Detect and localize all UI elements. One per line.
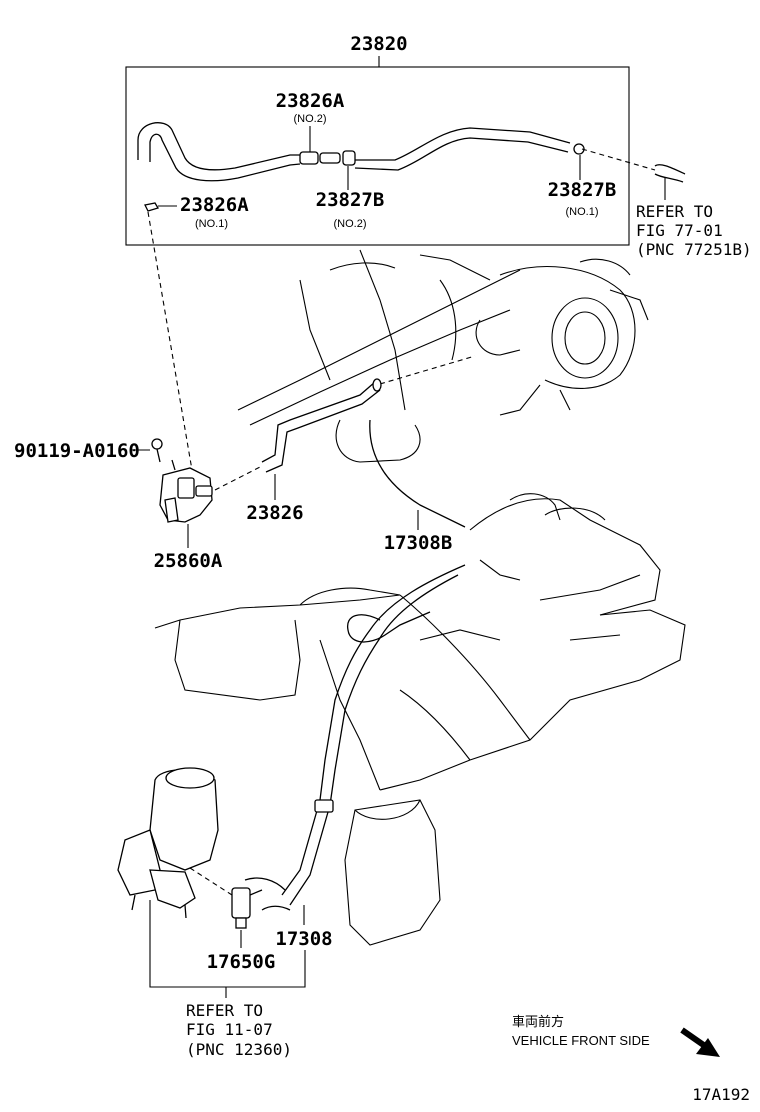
bolt-label: 90119-A0160 — [14, 440, 140, 462]
hose-23826-drawing — [261, 378, 382, 473]
assembly-box — [125, 66, 630, 246]
canister-dashed-line — [189, 867, 233, 896]
clip-no1-b-label: 23827B — [548, 179, 617, 201]
hose-no1-a-label: 23826A — [180, 194, 249, 216]
refer-bottom-line2: FIG 11-07 — [186, 1020, 273, 1039]
refer-bottom-bracket — [149, 900, 306, 988]
valve-label: 25860A — [154, 550, 223, 572]
hose-no2-a-sublabel: (NO.2) — [294, 113, 327, 125]
refer-top-line2: FIG 77-01 — [636, 221, 723, 240]
vsv-label: 17650G — [207, 951, 276, 973]
canister-drawing — [117, 767, 219, 919]
valve-hose-dashed-line — [214, 465, 263, 491]
bolt-drawing — [151, 438, 163, 463]
refer-top-line1: REFER TO — [636, 202, 713, 221]
hose-17308b-label: 17308B — [384, 532, 453, 554]
hose-no1-a-sublabel: (NO.1) — [195, 218, 228, 230]
fuel-tank-outline — [154, 493, 686, 946]
valve-drawing — [159, 459, 213, 523]
refer-top-line3: (PNC 77251B) — [636, 240, 752, 259]
hose-17308b-drawing — [369, 419, 466, 528]
refer-bottom-line3: (PNC 12360) — [186, 1040, 292, 1059]
clip-no2-b-label: 23827B — [316, 189, 385, 211]
refer-pipe-end — [654, 164, 686, 183]
engine-background-outline — [237, 249, 649, 463]
clip-no2-b-sublabel: (NO.2) — [334, 218, 367, 230]
assembly-label: 23820 — [350, 33, 407, 55]
valve-dashed-line — [147, 211, 193, 471]
refer-dashed-line — [581, 148, 656, 171]
vehicle-front-japanese: 車両前方 — [512, 1014, 564, 1029]
refer-bottom-line1: REFER TO — [186, 1001, 263, 1020]
hose-23826-label: 23826 — [246, 502, 303, 524]
diagram-code: 17A192 — [692, 1085, 750, 1104]
vsv-drawing — [231, 887, 263, 929]
hose-17308-drawing — [244, 564, 466, 911]
front-direction-arrow-icon — [680, 1027, 720, 1057]
hose-assembly-drawing — [137, 122, 585, 212]
clip-no1-b-sublabel: (NO.1) — [566, 206, 599, 218]
hose-17308-label: 17308 — [275, 928, 332, 950]
engine-dashed-line — [379, 355, 476, 385]
hose-no2-a-label: 23826A — [276, 90, 345, 112]
vehicle-front-english: VEHICLE FRONT SIDE — [512, 1033, 650, 1048]
